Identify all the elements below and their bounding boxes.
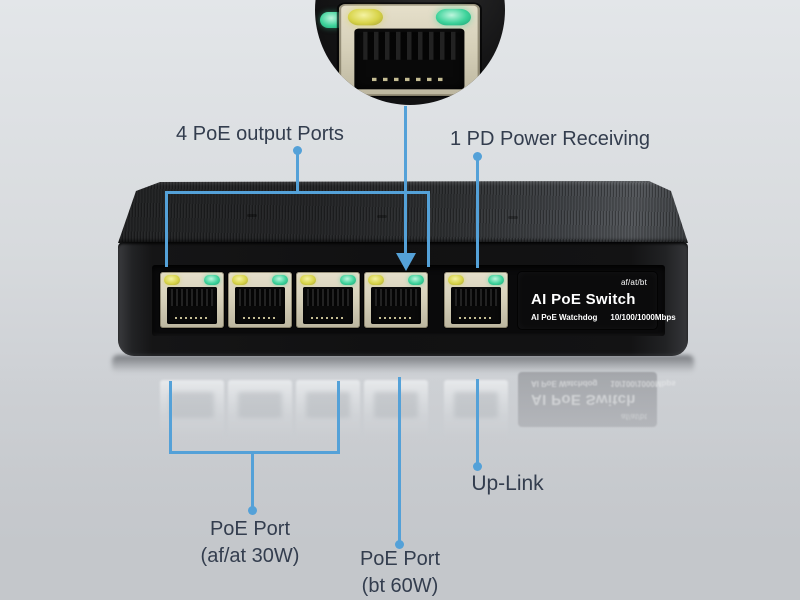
bottom-bracket-left: [169, 381, 172, 454]
port-led-yellow: [164, 275, 180, 285]
arrowhead-icon: [396, 253, 416, 271]
rj45-jack: [371, 287, 421, 324]
closeup-port: [339, 4, 480, 96]
poe-output-label: 4 PoE output Ports: [176, 123, 344, 145]
rj45-jack: [451, 287, 501, 324]
port-led-green: [488, 275, 504, 285]
uplink-line: [476, 379, 479, 465]
port-led-yellow: [368, 275, 384, 285]
port-led-yellow: [347, 8, 383, 26]
pd-power-label: 1 PD Power Receiving: [449, 128, 651, 150]
port-led-green: [272, 275, 288, 285]
pin-row: [175, 317, 209, 319]
pin-row: [372, 77, 447, 82]
pin-row: [459, 317, 493, 319]
contact-comb: [363, 31, 456, 60]
uplink-label: Up-Link: [471, 472, 544, 495]
poe-bt-label: PoE Port (bt 60W): [359, 548, 441, 597]
contact-comb: [171, 289, 213, 307]
pd-line: [476, 160, 479, 268]
rj45-jack: [167, 287, 217, 324]
callout-dot: [473, 462, 482, 471]
callout-dot: [248, 506, 257, 515]
port-led-green: [340, 275, 356, 285]
callout-dot: [473, 152, 482, 161]
bottom-bracket-right: [337, 381, 340, 454]
bottom-bracket-stem: [251, 451, 254, 509]
poe-port-4: [364, 272, 428, 328]
watchdog-text: AI PoE Watchdog: [531, 313, 598, 322]
top-face-marks: [247, 214, 257, 217]
port-recess: af/at/bt AI PoE Switch AI PoE Watchdog 1…: [152, 265, 676, 336]
poe-afat-label: PoE Port (af/at 30W): [200, 518, 300, 567]
poe-port-1: [160, 272, 224, 328]
callout-dot: [395, 540, 404, 549]
device-title: AI PoE Switch: [531, 291, 636, 308]
poe-port-3: [296, 272, 360, 328]
contact-comb: [375, 289, 417, 307]
poe-port-2: [228, 272, 292, 328]
bracket-top: [165, 191, 430, 194]
port-led-green: [204, 275, 220, 285]
green-led-icon: [320, 12, 345, 28]
port-led-yellow: [448, 275, 464, 285]
port-led-yellow: [232, 275, 248, 285]
port-led-green: [435, 8, 471, 26]
port-led-yellow: [300, 275, 316, 285]
contact-comb: [455, 289, 497, 307]
poe-standard-text: af/at/bt: [620, 278, 647, 287]
device-label-specs: AI PoE Watchdog 10/100/1000Mbps: [531, 313, 676, 322]
bt-line: [398, 377, 401, 543]
device-label-plate: af/at/bt AI PoE Switch AI PoE Watchdog 1…: [518, 272, 676, 329]
pin-row: [243, 317, 277, 319]
port-led-green: [408, 275, 424, 285]
contact-comb: [239, 289, 281, 307]
arrow-line: [404, 106, 407, 255]
uplink-port: [444, 272, 508, 328]
pin-row: [379, 317, 413, 319]
rj45-jack: [354, 28, 465, 90]
port-closeup-inset: [315, 0, 505, 105]
rj45-jack: [303, 287, 353, 324]
contact-comb: [307, 289, 349, 307]
speed-text: 10/100/1000Mbps: [610, 313, 676, 322]
bracket-left: [165, 191, 168, 267]
bracket-right: [427, 191, 430, 267]
pin-row: [311, 317, 345, 319]
rj45-jack: [235, 287, 285, 324]
callout-dot: [293, 146, 302, 155]
bottom-bracket-bar: [169, 451, 340, 454]
bracket-stem: [296, 153, 299, 193]
